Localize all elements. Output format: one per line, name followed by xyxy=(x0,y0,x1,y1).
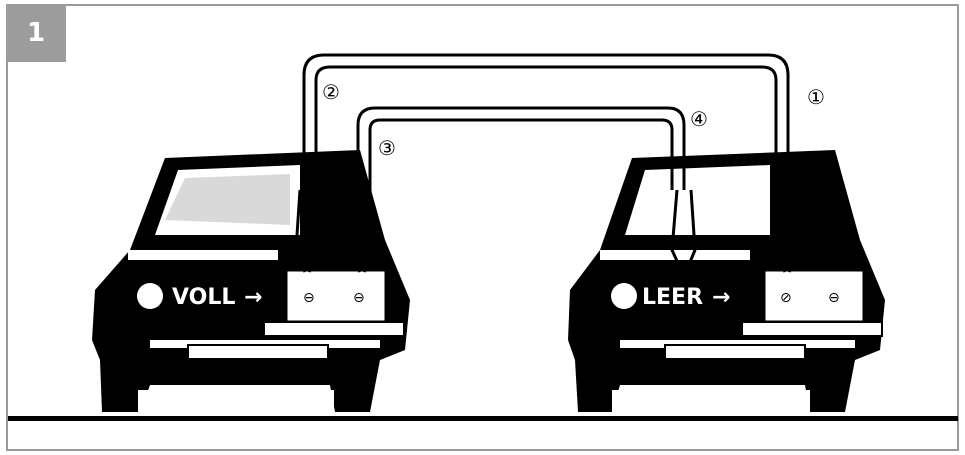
right-car-windshield xyxy=(625,165,770,235)
left-battery xyxy=(284,268,388,324)
svg-text:→: → xyxy=(244,285,262,310)
cable-label-2: ② xyxy=(322,80,340,104)
right-battery-label: LEER xyxy=(642,285,703,310)
left-car-plate xyxy=(187,344,329,360)
ground-line xyxy=(8,416,958,421)
cable-outer xyxy=(302,53,790,190)
figure-number-badge: 1 xyxy=(6,4,66,62)
right-battery-terminal-2: ⊖ xyxy=(828,290,840,306)
svg-text:→: → xyxy=(712,285,730,310)
left-battery-terminal-2: ⊖ xyxy=(353,290,365,306)
left-car: VOLL → ⊖ ⊖ xyxy=(92,150,410,412)
cable-label-1: ① xyxy=(807,85,825,109)
left-headlight xyxy=(137,283,163,309)
left-battery-terminal-1: ⊖ xyxy=(303,290,315,306)
right-battery-terminal-1: ⊘ xyxy=(780,290,792,306)
left-car-windshield xyxy=(155,165,300,235)
cable-inner xyxy=(356,106,686,190)
right-battery xyxy=(762,268,866,324)
figure-frame xyxy=(6,4,959,451)
left-battery-label: VOLL xyxy=(172,285,235,310)
right-headlight xyxy=(611,283,637,309)
cable-label-3: ③ xyxy=(378,136,396,160)
cable-labels: ② ③ ④ ① xyxy=(322,80,825,160)
cable-label-4: ④ xyxy=(690,107,708,131)
jumper-cables xyxy=(302,53,790,190)
right-car-plate xyxy=(664,344,806,360)
right-car: LEER → ⊘ ⊖ xyxy=(568,150,885,412)
